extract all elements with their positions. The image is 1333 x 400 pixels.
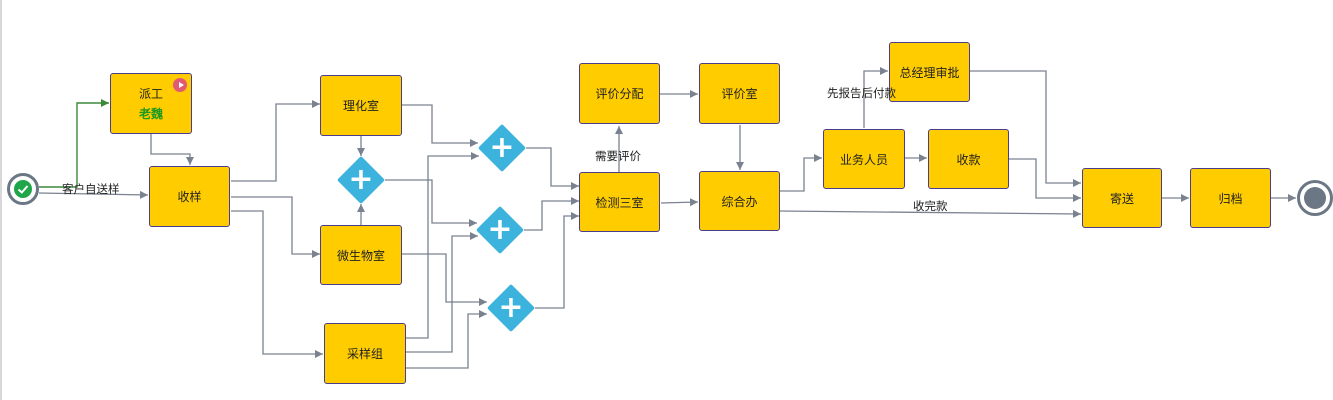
task-send[interactable]: 寄送	[1082, 168, 1162, 228]
task-label: 总经理审批	[899, 65, 960, 80]
task-label: 综合办	[721, 194, 758, 209]
task-label: 业务人员	[839, 152, 888, 167]
task-sales[interactable]: 业务人员	[823, 129, 905, 189]
edge-label-report-first: 先报告后付款	[827, 86, 896, 100]
task-eval-assign[interactable]: 评价分配	[579, 63, 660, 124]
task-label: 评价分配	[595, 87, 644, 101]
plus-icon: +	[489, 130, 515, 165]
task-gm-approval[interactable]: 总经理审批	[889, 42, 970, 102]
task-sampling-team[interactable]: 采样组	[324, 323, 406, 384]
end-marker	[1304, 187, 1326, 209]
task-lab3[interactable]: 检测三室	[579, 172, 660, 232]
start-event[interactable]	[7, 173, 39, 205]
parallel-gateway-3[interactable]: +	[486, 283, 536, 333]
task-label: 采样组	[346, 347, 383, 361]
task-dispatch[interactable]: 派工 老魏	[110, 73, 192, 134]
play-icon[interactable]	[173, 78, 187, 92]
task-chem-lab[interactable]: 理化室	[320, 75, 402, 136]
edge-label-need-eval: 需要评价	[595, 149, 641, 163]
plus-icon: +	[487, 212, 513, 247]
parallel-gateway-2[interactable]: +	[475, 205, 525, 255]
task-label: 理化室	[342, 99, 379, 113]
task-eval-room[interactable]: 评价室	[699, 63, 780, 124]
task-label: 微生物室	[336, 248, 385, 263]
assignee-label: 老魏	[138, 107, 163, 121]
task-label: 收样	[177, 190, 202, 204]
edge-label-self-delivery: 客户自送样	[62, 182, 120, 196]
task-label: 派工	[138, 87, 163, 101]
task-general-office[interactable]: 综合办	[699, 171, 780, 231]
edge-label-paid: 收完款	[913, 199, 948, 213]
task-payment[interactable]: 收款	[928, 129, 1009, 189]
parallel-gateway-1[interactable]: +	[477, 123, 527, 173]
check-icon	[14, 180, 32, 198]
task-label: 收款	[956, 152, 981, 167]
task-label: 检测三室	[595, 195, 644, 210]
task-label: 寄送	[1109, 191, 1134, 206]
plus-icon: +	[498, 290, 524, 325]
end-event[interactable]	[1297, 180, 1333, 216]
task-micro-lab[interactable]: 微生物室	[320, 225, 402, 285]
task-label: 归档	[1218, 191, 1243, 206]
task-label: 评价室	[721, 87, 758, 101]
task-receive-sample[interactable]: 收样	[149, 166, 230, 227]
task-archive[interactable]: 归档	[1190, 168, 1271, 228]
plus-icon: +	[348, 162, 374, 197]
parallel-gateway-middle[interactable]: +	[336, 155, 386, 205]
